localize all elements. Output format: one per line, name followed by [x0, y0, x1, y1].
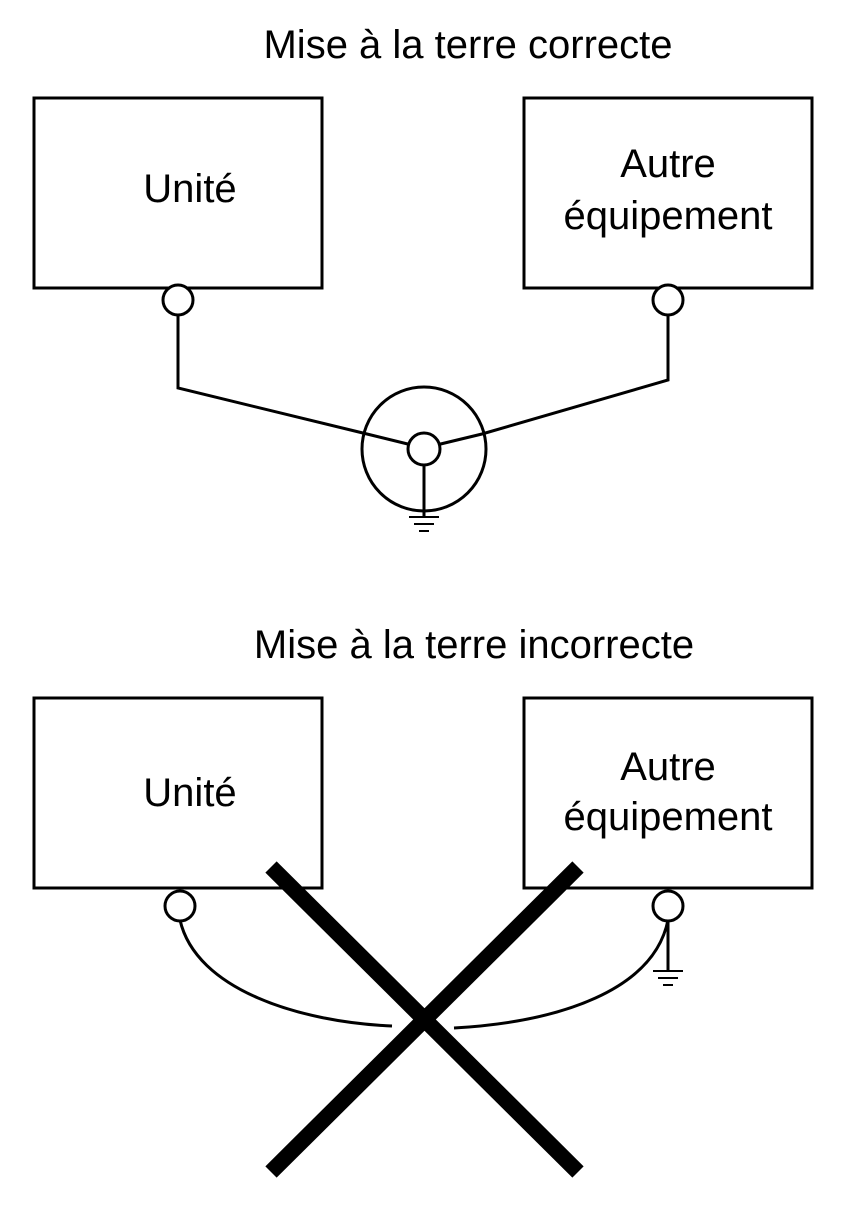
other-equipment-box: Autre équipement: [522, 96, 814, 290]
ground-point-ring-icon: [360, 385, 488, 513]
incorrect-unit-label: Unité: [143, 771, 236, 815]
incorrect-unit-box-rect: [32, 696, 324, 890]
incorrect-other-equipment-label-line2: équipement: [563, 795, 772, 839]
incorrect-other-equipment-box: Autre équipement: [522, 696, 814, 890]
other-equipment-label-line2: équipement: [563, 194, 772, 238]
incorrect-other-equipment-box-rect: [522, 696, 814, 890]
incorrect-unit-box: Unité: [32, 696, 324, 890]
unit-curved-wire: [178, 919, 393, 1028]
correct-grounding-section: Mise à la terre correcte Unité Autre équ…: [32, 23, 814, 532]
unit-ground-wire: [176, 316, 425, 450]
incorrect-other-equipment-label-line1: Autre: [620, 745, 716, 789]
incorrect-unit-terminal-icon: [163, 889, 197, 923]
unit-label: Unité: [143, 167, 236, 211]
equipment-curved-wire: [453, 919, 670, 1030]
unit-box: Unité: [32, 96, 324, 290]
other-equipment-label-line1: Autre: [620, 142, 716, 186]
ground-symbol-icon: [409, 516, 439, 532]
correct-grounding-title: Mise à la terre correcte: [263, 23, 672, 67]
other-equipment-box-rect: [522, 96, 814, 290]
incorrect-wiring: [178, 919, 670, 1030]
ground-point-terminal-icon: [406, 431, 442, 467]
incorrect-grounding-title: Mise à la terre incorrecte: [254, 623, 694, 667]
incorrect-grounding-section: Mise à la terre incorrecte Unité Autre é…: [32, 623, 814, 1178]
incorrect-equipment-terminal-icon: [651, 889, 685, 923]
equipment-terminal-icon: [651, 283, 685, 317]
correct-wiring: [176, 316, 670, 516]
common-ground-point: [360, 385, 488, 513]
incorrect-ground-symbol-icon: [653, 970, 683, 986]
cross-out-icon: [265, 861, 584, 1178]
unit-terminal-icon: [161, 283, 195, 317]
equipment-ground-wire: [423, 316, 670, 450]
